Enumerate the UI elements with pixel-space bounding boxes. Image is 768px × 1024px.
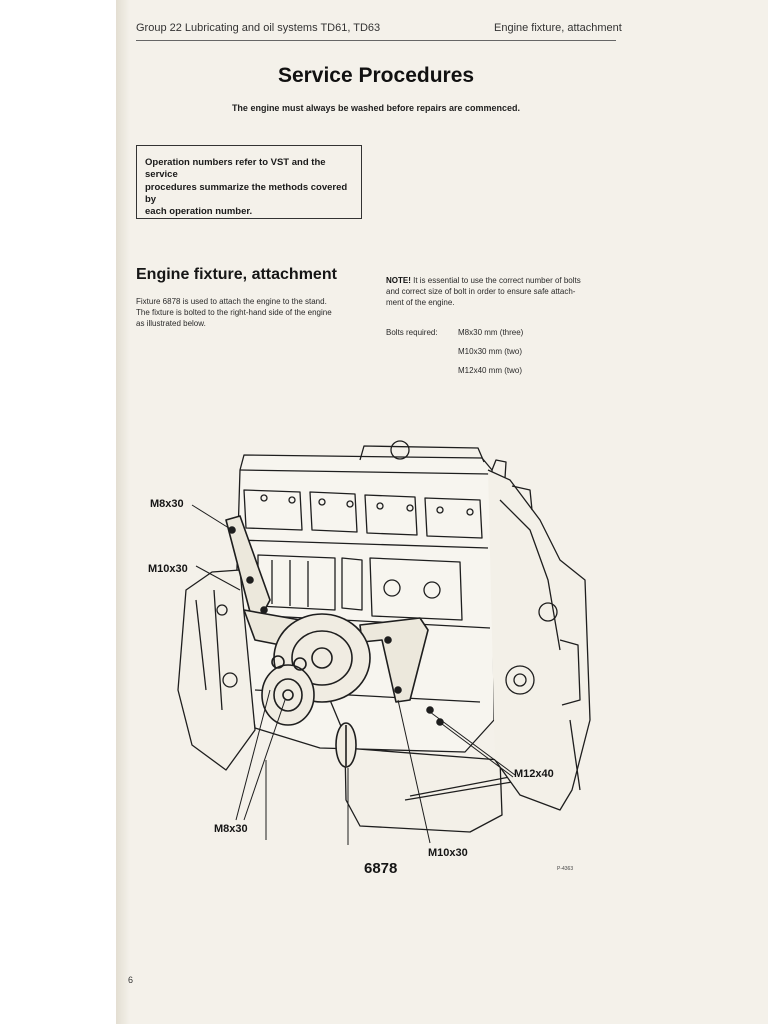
- note-line: and correct size of bolt in order to ens…: [386, 287, 576, 297]
- operation-note-box: Operation numbers refer to VST and the s…: [136, 145, 362, 219]
- callout-m10x30-left: M10x30: [148, 563, 188, 575]
- leader-lines: [191, 504, 516, 845]
- note-label: NOTE!: [386, 276, 411, 285]
- section-body-line: The fixture is bolted to the right-hand …: [136, 308, 332, 318]
- section-title: Engine fixture, attachment: [136, 266, 337, 283]
- operation-note-line: each operation number.: [145, 206, 253, 218]
- front-end-cover: [487, 459, 591, 811]
- bolt-spec-m10: M10x30 mm (two): [458, 347, 523, 356]
- running-header-chapter: Group 22 Lubricating and oil systems TD6…: [136, 22, 381, 34]
- oil-sump: [344, 747, 516, 833]
- callout-m8x30-top: M8x30: [150, 498, 184, 510]
- note-block: NOTE! It is essential to use the correct…: [386, 275, 626, 309]
- note-line: ment of the engine.: [386, 298, 455, 308]
- page-title: Service Procedures: [277, 64, 475, 87]
- callout-m10x30-bottom: M10x30: [428, 847, 468, 859]
- callout-m8x30-bottom: M8x30: [214, 823, 248, 835]
- bolt-spec-m12: M12x40 mm (two): [458, 366, 523, 375]
- bolt-spec-m8: M8x30 mm (three): [458, 328, 524, 337]
- header-rule: [136, 40, 616, 41]
- page-number: 6: [128, 975, 134, 985]
- fixture-6878: [225, 515, 444, 768]
- callout-m12x40-right: M12x40: [514, 768, 554, 780]
- section-body-line: as illustrated below.: [136, 319, 206, 329]
- section-body-line: Fixture 6878 is used to attach the engin…: [136, 297, 327, 306]
- figure-reference: P-4363: [557, 866, 574, 872]
- note-line: It is essential to use the correct numbe…: [410, 276, 581, 285]
- operation-note-line: Operation numbers refer to VST and the s…: [145, 157, 326, 181]
- bolts-required-label: Bolts required:: [386, 328, 438, 337]
- callout-fixture-number: 6878: [364, 860, 398, 877]
- page-subtitle: The engine must always be washed before …: [231, 103, 521, 113]
- flywheel-housing: [177, 569, 256, 771]
- operation-note-line: procedures summarize the methods covered…: [145, 181, 348, 206]
- running-header-topic: Engine fixture, attachment: [494, 22, 622, 34]
- section-body: Fixture 6878 is used to attach the engin…: [136, 296, 376, 330]
